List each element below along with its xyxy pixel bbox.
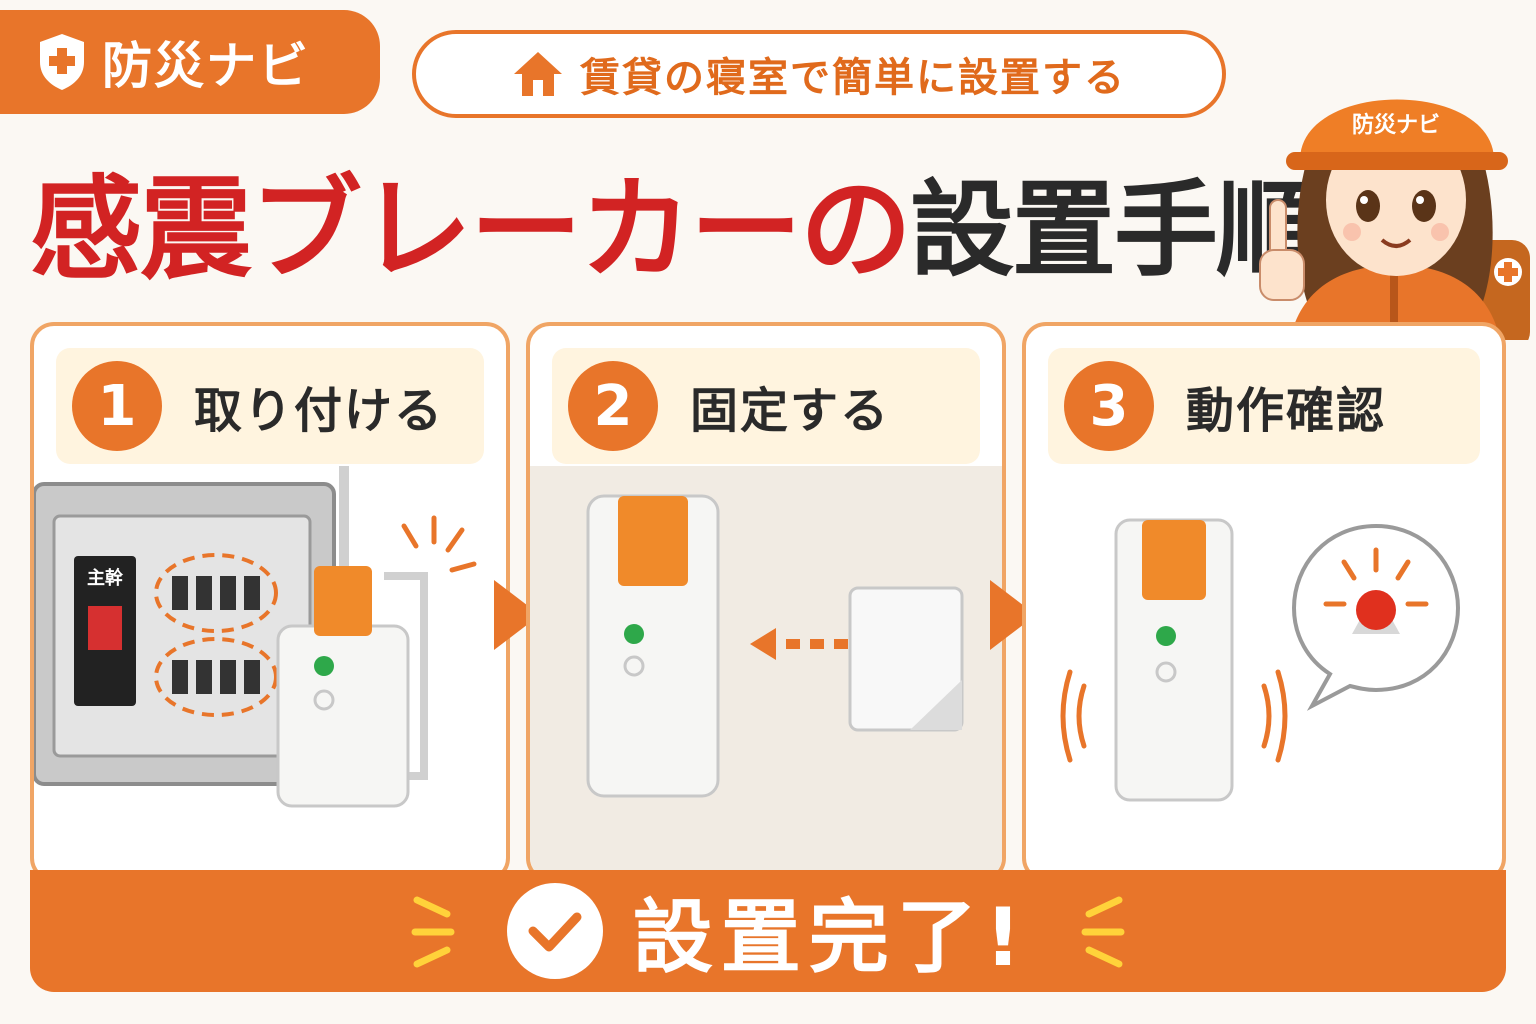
arrow-right-icon (990, 580, 1036, 650)
brand-name: 防災ナビ (102, 37, 310, 95)
helmet-text: 防災ナビ (1352, 113, 1440, 138)
step-label-3: 動作確認 (1186, 383, 1387, 439)
step-header-3: 3 動作確認 (1048, 348, 1480, 464)
shield-plus-icon (40, 34, 84, 90)
brand-badge: 防災ナビ (0, 10, 380, 114)
step-label-1: 取り付ける (194, 383, 445, 439)
step-label-2: 固定する (690, 383, 891, 439)
arrow-right-icon (494, 580, 540, 650)
main-breaker-label: 主幹 (87, 567, 124, 589)
step-header-1: 1 取り付ける (56, 348, 484, 464)
sparkle-left-icon (411, 896, 455, 968)
title-dark-part: 設置手順 (910, 168, 1320, 291)
step-header-2: 2 固定する (552, 348, 980, 464)
completion-banner: 設置完了! (30, 870, 1506, 992)
step-number-2: 2 (568, 361, 658, 451)
step-number-3: 3 (1064, 361, 1154, 451)
steps-section: 1 取り付ける 主幹 (30, 322, 1506, 992)
step-card-1: 1 取り付ける 主幹 (30, 322, 510, 882)
subtitle-pill: 賃貸の寝室で簡単に設置する (412, 30, 1226, 118)
operation-check-illustration (1026, 466, 1502, 878)
breaker-panel-illustration: 主幹 (34, 466, 506, 878)
completion-text: 設置完了! (632, 891, 1030, 984)
mascot-character: 防災ナビ (1259, 99, 1530, 340)
sparkle-right-icon (1081, 896, 1125, 968)
check-circle-icon (506, 883, 603, 979)
step-card-3: 3 動作確認 (1022, 322, 1506, 882)
page-title: 感震ブレーカーの 設置手順 (30, 150, 1320, 295)
subtitle-text: 賃貸の寝室で簡単に設置する (580, 55, 1126, 101)
title-red-part: 感震ブレーカーの (30, 165, 912, 295)
fixing-illustration (530, 466, 1002, 878)
house-icon (514, 52, 562, 96)
step-number-1: 1 (72, 361, 162, 451)
step-card-2: 2 固定する (526, 322, 1006, 882)
